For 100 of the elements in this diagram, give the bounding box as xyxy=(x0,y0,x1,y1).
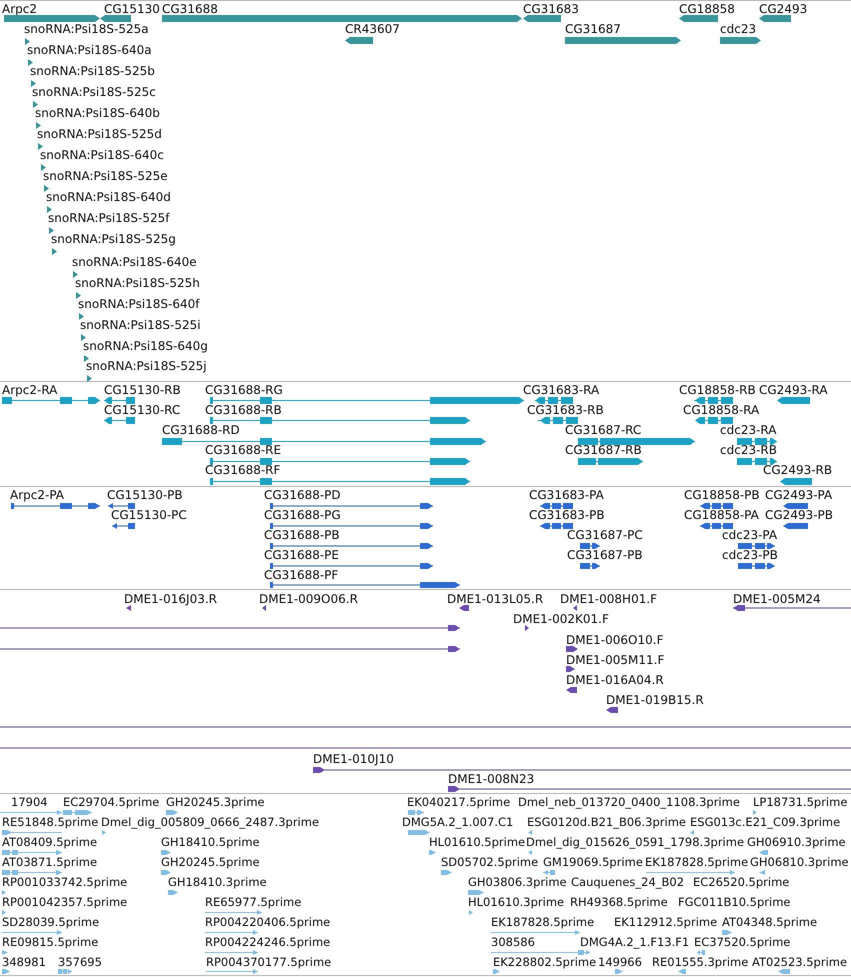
feature-label: EC29704.5prime xyxy=(63,795,160,809)
feature-label: CG15130-RC xyxy=(104,403,180,417)
feature-label: Dmel_dig_005809_0666_2487.3prime xyxy=(101,815,320,829)
feature-label: CG18858-PA xyxy=(684,508,759,522)
feature-label: CG31688-RE xyxy=(205,443,282,457)
feature-label: DME1-005M11.F xyxy=(566,653,664,667)
feature-label: AT04348.5prime xyxy=(722,915,818,929)
feature-label: DMG5A.2_1.007.C1 xyxy=(402,815,514,829)
feature-label: snoRNA:Psi18S-525f xyxy=(48,211,170,225)
feature-label: CG31687-RB xyxy=(565,443,642,457)
feature-label: snoRNA:Psi18S-640a xyxy=(27,43,152,57)
feature-label: 149966 xyxy=(598,955,642,969)
feature-label: EK187828.5prime xyxy=(645,855,748,869)
feature-label: Dmel_neb_013720_0400_1108.3prime xyxy=(518,795,740,809)
feature-label: DMG4A.2_1.F13.F1 xyxy=(580,935,690,949)
feature-label: FGC011B10.5prime xyxy=(678,895,791,909)
feature-label: DME1-002K01.F xyxy=(513,612,609,626)
feature-label: CG31688-RB xyxy=(205,403,282,417)
feature-label: CG31688-PG xyxy=(264,508,341,522)
feature-label: CG18858-RB xyxy=(679,383,756,397)
feature-label: CG31683 xyxy=(523,2,579,16)
feature-label: cdc23-RB xyxy=(720,443,777,457)
feature-label: snoRNA:Psi18S-525b xyxy=(30,64,155,78)
feature-label: RP004220406.5prime xyxy=(205,915,330,929)
feature-label: CG2493-RB xyxy=(763,463,832,477)
feature-label: DME1-013L05.R xyxy=(447,592,544,606)
feature-label: EC26520.5prime xyxy=(693,875,790,889)
feature-label: CR43607 xyxy=(345,22,400,36)
feature-label: RP001033742.5prime xyxy=(2,875,128,889)
feature-label: CG18858-RA xyxy=(683,403,760,417)
feature-label: GH20245.5prime xyxy=(161,855,260,869)
feature-label: Cauquenes_24_B02 xyxy=(571,875,684,889)
feature-label: CG18858 xyxy=(679,2,735,16)
feature-label: CG18858-PB xyxy=(684,488,760,502)
feature-label: Arpc2 xyxy=(2,2,37,16)
feature-label: HL01610.5prime xyxy=(429,835,526,849)
feature-label: cdc23-PA xyxy=(722,528,778,542)
feature-label: EK040217.5prime xyxy=(407,795,510,809)
feature-label: CG31683-PB xyxy=(529,508,605,522)
feature-label: GH03806.3prime xyxy=(468,875,567,889)
feature-label: Arpc2-PA xyxy=(10,488,64,502)
feature-label: GH06810.3prime xyxy=(750,855,849,869)
feature-label: RP004224246.5prime xyxy=(205,935,330,949)
feature-label: cdc23 xyxy=(720,22,756,36)
feature-label: 308586 xyxy=(491,935,535,949)
feature-label: RE65977.5prime xyxy=(205,895,302,909)
feature-label: CG31687-PB xyxy=(567,548,643,562)
feature-label: SD28039.5prime xyxy=(2,915,100,929)
feature-label: CG2493-PB xyxy=(765,508,834,522)
feature-label: AT03871.5prime xyxy=(2,855,98,869)
feature-label: EK228802.5prime xyxy=(493,955,596,969)
feature-label: CG31683-RA xyxy=(523,383,600,397)
feature-label: GH20245.3prime xyxy=(166,795,265,809)
feature-label: DME1-008H01.F xyxy=(560,592,658,606)
feature-label: EC37520.5prime xyxy=(694,935,790,949)
feature-label: GH18410.5prime xyxy=(161,835,260,849)
feature-label: CG15130-RB xyxy=(104,383,181,397)
feature-label: SD05702.5prime xyxy=(441,855,538,869)
feature-label: snoRNA:Psi18S-525j xyxy=(86,359,207,373)
feature-label: Dmel_dig_015626_0591_1798.3prime xyxy=(526,835,744,849)
feature-label: CG31688-PD xyxy=(264,488,341,502)
feature-label: DME1-008N23 xyxy=(448,772,534,786)
feature-label: ESG013c.E21_C09.3prime xyxy=(690,815,840,829)
feature-label: CG31688-PE xyxy=(264,548,339,562)
feature-label: CG2493 xyxy=(759,2,808,16)
feature-label: CG31688-PB xyxy=(264,528,340,542)
feature-label: snoRNA:Psi18S-640e xyxy=(72,255,197,269)
feature-label: DME1-016A04.R xyxy=(566,673,664,687)
feature-label: snoRNA:Psi18S-640b xyxy=(35,106,160,120)
feature-label: ESG0120d.B21_B06.3prime xyxy=(527,815,686,829)
feature-label: CG31688-PF xyxy=(264,568,338,582)
feature-label: CG31683-PA xyxy=(529,488,604,502)
feature-label: DME1-019B15.R xyxy=(606,693,704,707)
feature-label: snoRNA:Psi18S-525d xyxy=(37,127,162,141)
feature-label: LP18731.5prime xyxy=(753,795,848,809)
feature-label: RE09815.5prime xyxy=(2,935,98,949)
feature-label: HL01610.3prime xyxy=(468,895,564,909)
feature-label: CG2493-PA xyxy=(765,488,832,502)
feature-label: GM19069.5prime xyxy=(543,855,643,869)
feature-label: 17904 xyxy=(11,795,48,809)
feature-label: AT08409.5prime xyxy=(2,835,98,849)
feature-label: cdc23-PB xyxy=(722,548,778,562)
feature-label: snoRNA:Psi18S-640c xyxy=(40,148,164,162)
feature-label: snoRNA:Psi18S-525a xyxy=(24,22,149,36)
feature-label: snoRNA:Psi18S-525i xyxy=(80,318,201,332)
feature-label: CG31687 xyxy=(565,22,621,36)
feature-label: DME1-009O06.R xyxy=(259,592,358,606)
feature-label: GH18410.3prime xyxy=(168,875,267,889)
feature-label: RP004370177.5prime xyxy=(206,955,332,969)
feature-label: DME1-016J03.R xyxy=(124,592,218,606)
feature-label: CG31688-RG xyxy=(205,383,283,397)
feature-label: CG31688-RF xyxy=(205,463,280,477)
feature-label: RE51848.5prime xyxy=(2,815,98,829)
feature-label: DME1-006O10.F xyxy=(566,633,664,647)
feature-label: snoRNA:Psi18S-640g xyxy=(83,339,208,353)
feature-label: Arpc2-RA xyxy=(2,383,58,397)
feature-label: CG15130 xyxy=(104,2,160,16)
feature-label: CG31688-RD xyxy=(162,423,240,437)
feature-label: CG15130-PB xyxy=(107,488,183,502)
feature-label: snoRNA:Psi18S-640d xyxy=(46,190,171,204)
